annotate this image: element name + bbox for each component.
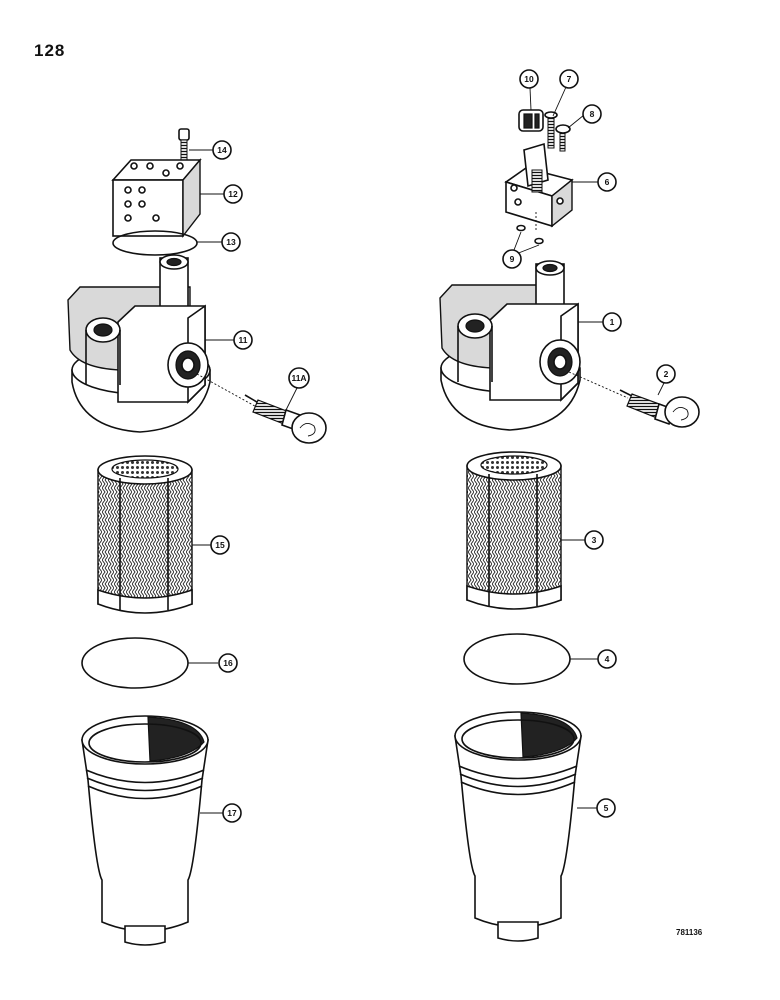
svg-text:14: 14 [217, 145, 227, 155]
filter-bowl-part-17 [81, 715, 209, 946]
o-ring-part-13 [112, 230, 198, 256]
screen-plug-part-11a [244, 394, 327, 444]
left-filter-assembly [67, 128, 327, 946]
callout-17: 17 [222, 803, 242, 823]
svg-text:5: 5 [604, 803, 609, 813]
svg-text:11A: 11A [291, 373, 306, 383]
screw-part-7 [544, 111, 558, 149]
filter-bowl-part-5 [454, 711, 582, 942]
callout-10: 10 [519, 69, 539, 89]
filter-head-part-1 [439, 260, 629, 431]
indicator-switch-part-6 [504, 142, 574, 232]
callout-11: 11 [233, 330, 253, 350]
screen-plug-part-2 [619, 389, 700, 428]
svg-text:10: 10 [524, 74, 534, 84]
page-number: 128 [34, 41, 66, 60]
svg-text:1: 1 [610, 317, 615, 327]
filter-head-part-11 [67, 254, 263, 433]
callout-6: 6 [597, 172, 617, 192]
callout-4: 4 [597, 649, 617, 669]
o-rings-part-9 [516, 224, 544, 245]
svg-text:8: 8 [590, 109, 595, 119]
callout-5: 5 [596, 798, 616, 818]
callout-8: 8 [582, 104, 602, 124]
callout-12: 12 [223, 184, 243, 204]
callout-1: 1 [602, 312, 622, 332]
callout-11a: 11A [288, 367, 310, 389]
right-filter-assembly [439, 109, 700, 942]
screw-part-8 [555, 124, 571, 152]
filter-element-part-3 [466, 451, 562, 610]
callout-15: 15 [210, 535, 230, 555]
svg-text:4: 4 [605, 654, 610, 664]
svg-text:13: 13 [226, 237, 236, 247]
svg-text:3: 3 [592, 535, 597, 545]
svg-text:16: 16 [223, 658, 233, 668]
svg-text:11: 11 [239, 335, 248, 345]
callout-3: 3 [584, 530, 604, 550]
callout-13: 13 [221, 232, 241, 252]
leader-lines [188, 86, 665, 814]
svg-text:9: 9 [510, 254, 515, 264]
svg-text:2: 2 [664, 369, 669, 379]
capscrew-part-14 [178, 128, 190, 188]
callout-2: 2 [656, 364, 676, 384]
svg-text:17: 17 [227, 808, 237, 818]
callout-16: 16 [218, 653, 238, 673]
relief-block-part-12 [111, 158, 202, 239]
cap-part-10 [518, 109, 544, 132]
svg-text:12: 12 [228, 189, 238, 199]
svg-text:15: 15 [215, 540, 225, 550]
seal-ring-part-16 [81, 637, 189, 689]
seal-ring-part-4 [463, 633, 571, 685]
callout-9: 9 [502, 249, 522, 269]
filter-element-part-15 [97, 455, 193, 614]
callout-7: 7 [559, 69, 579, 89]
figure-code: 781136 [676, 928, 703, 937]
callout-14: 14 [212, 140, 232, 160]
svg-text:7: 7 [567, 74, 572, 84]
svg-text:6: 6 [605, 177, 610, 187]
